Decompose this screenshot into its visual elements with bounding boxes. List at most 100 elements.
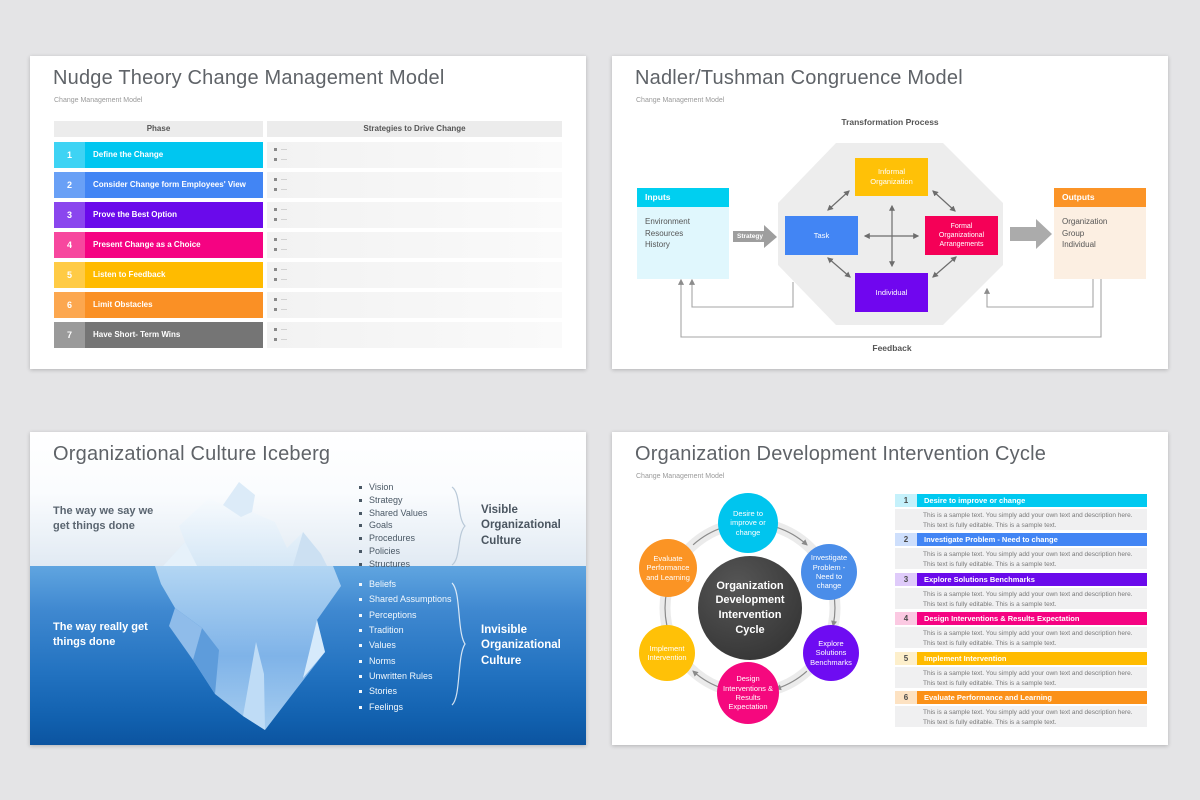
node-individual: Individual xyxy=(855,273,928,312)
page-title: Nudge Theory Change Management Model xyxy=(53,67,445,89)
table-row: 7 Have Short- Term Wins xyxy=(54,322,562,348)
node-informal-organization: Informal Organization xyxy=(855,158,928,196)
list-body: This is a sample text. You simply add yo… xyxy=(895,548,1147,569)
phase-label: Consider Change form Employees' View xyxy=(85,172,263,198)
list-item: Shared Assumptions xyxy=(359,593,452,605)
list-item: Perceptions xyxy=(359,609,417,621)
slide-culture-iceberg[interactable]: Organizational Culture Iceberg The way w… xyxy=(30,432,586,745)
visible-brace xyxy=(451,486,466,566)
outputs-item: Group xyxy=(1062,228,1085,238)
strategy-placeholder-cell xyxy=(267,142,562,168)
row-number: 7 xyxy=(54,322,85,348)
outputs-item: Organization xyxy=(1062,217,1108,226)
list-header: Design Interventions & Results Expectati… xyxy=(917,612,1147,625)
list-body: This is a sample text. You simply add yo… xyxy=(895,667,1147,688)
strategy-arrow xyxy=(733,225,777,248)
list-item: Goals xyxy=(359,519,393,531)
list-number: 2 xyxy=(895,533,917,546)
list-item: Norms xyxy=(359,655,396,667)
page-title: Nadler/Tushman Congruence Model xyxy=(635,67,963,89)
list-item: Values xyxy=(359,639,396,651)
list-item: Structures xyxy=(359,558,410,570)
outputs-item: Individual xyxy=(1062,240,1096,250)
strategy-placeholder-cell xyxy=(267,292,562,318)
list-body: This is a sample text. You simply add yo… xyxy=(895,706,1147,727)
cycle-step-circle-2: Investigate Problem - Need to change xyxy=(801,544,857,600)
cycle-step-circle-1: Desire to improve or change xyxy=(718,493,778,553)
table-row: 4 Present Change as a Choice xyxy=(54,232,562,258)
list-number: 1 xyxy=(895,494,917,507)
row-number: 5 xyxy=(54,262,85,288)
strategy-placeholder-cell xyxy=(267,322,562,348)
outputs-body: Organization Group Individual xyxy=(1054,207,1146,279)
iceberg-illustration xyxy=(155,482,341,730)
invisible-culture-label: Invisible Organizational Culture xyxy=(481,624,561,667)
inputs-item: History xyxy=(645,240,670,250)
list-header: Explore Solutions Benchmarks xyxy=(917,573,1147,586)
invisible-brace xyxy=(451,582,466,706)
above-water-caption: The way we say we get things done xyxy=(53,505,154,532)
row-number: 2 xyxy=(54,172,85,198)
list-item: Beliefs xyxy=(359,578,396,590)
list-item: Feelings xyxy=(359,701,403,713)
strategy-placeholder-cell xyxy=(267,232,562,258)
node-formal-organizational-arrangements: Formal Organizational Arrangements xyxy=(925,216,998,255)
slide-od-intervention-cycle[interactable]: Organization Development Intervention Cy… xyxy=(612,432,1168,745)
feedback-label: Feedback xyxy=(872,343,912,353)
row-number: 1 xyxy=(54,142,85,168)
table-row: 2 Consider Change form Employees' View xyxy=(54,172,562,198)
list-number: 3 xyxy=(895,573,917,586)
column-header-strategies: Strategies to Drive Change xyxy=(267,121,562,137)
node-task: Task xyxy=(785,216,858,255)
list-header: Investigate Problem - Need to change xyxy=(917,533,1147,546)
list-header: Implement Intervention xyxy=(917,652,1147,665)
strategy-arrow-label: Strategy xyxy=(737,233,764,240)
slide-subtitle: Change Management Model xyxy=(54,97,143,104)
page-title: Organization Development Intervention Cy… xyxy=(635,443,1047,465)
phase-label: Prove the Best Option xyxy=(85,202,263,228)
list-item: Procedures xyxy=(359,532,415,544)
transformation-process-label: Transformation Process xyxy=(841,117,939,127)
list-item: Policies xyxy=(359,545,400,557)
list-item: Shared Values xyxy=(359,507,427,519)
below-water-caption: The way really get things done xyxy=(53,621,148,648)
cycle-step-circle-3: Explore Solutions Benchmarks xyxy=(803,625,859,681)
list-body: This is a sample text. You simply add yo… xyxy=(895,588,1147,609)
phase-label: Limit Obstacles xyxy=(85,292,263,318)
list-item: Unwritten Rules xyxy=(359,670,433,682)
slide-subtitle: Change Management Model xyxy=(636,97,725,104)
row-number: 4 xyxy=(54,232,85,258)
list-header: Desire to improve or change xyxy=(917,494,1147,507)
slide-congruence-model[interactable]: Nadler/Tushman Congruence Model Change M… xyxy=(612,56,1168,369)
phase-label: Present Change as a Choice xyxy=(85,232,263,258)
table-row: 3 Prove the Best Option xyxy=(54,202,562,228)
visible-culture-label: Visible Organizational Culture xyxy=(481,504,561,547)
inputs-item: Resources xyxy=(645,228,684,238)
column-header-phase: Phase xyxy=(54,121,263,137)
strategy-placeholder-cell xyxy=(267,262,562,288)
table-row: 1 Define the Change xyxy=(54,142,562,168)
phase-label: Define the Change xyxy=(85,142,263,168)
list-header: Evaluate Performance and Learning xyxy=(917,691,1147,704)
table-row: 6 Limit Obstacles xyxy=(54,292,562,318)
list-item: Strategy xyxy=(359,494,403,506)
list-item: Vision xyxy=(359,481,393,493)
cycle-step-circle-4: Design Interventions & Results Expectati… xyxy=(717,662,779,724)
slide-nudge-theory[interactable]: Nudge Theory Change Management Model Cha… xyxy=(30,56,586,369)
inputs-header: Inputs xyxy=(637,188,729,207)
table-row: 5 Listen to Feedback xyxy=(54,262,562,288)
list-number: 5 xyxy=(895,652,917,665)
list-number: 6 xyxy=(895,691,917,704)
strategy-placeholder-cell xyxy=(267,172,562,198)
list-number: 4 xyxy=(895,612,917,625)
cycle-step-circle-6: Evaluate Performance and Learning xyxy=(639,539,697,597)
inputs-body: Environment Resources History xyxy=(637,207,729,279)
slide-subtitle: Change Management Model xyxy=(636,473,725,480)
strategy-placeholder-cell xyxy=(267,202,562,228)
outputs-header: Outputs xyxy=(1054,188,1146,207)
list-body: This is a sample text. You simply add yo… xyxy=(895,509,1147,530)
cycle-step-circle-5: Implement Intervention xyxy=(639,625,695,681)
cycle-center-circle: Organization Development Intervention Cy… xyxy=(698,556,802,660)
phase-label: Have Short- Term Wins xyxy=(85,322,263,348)
